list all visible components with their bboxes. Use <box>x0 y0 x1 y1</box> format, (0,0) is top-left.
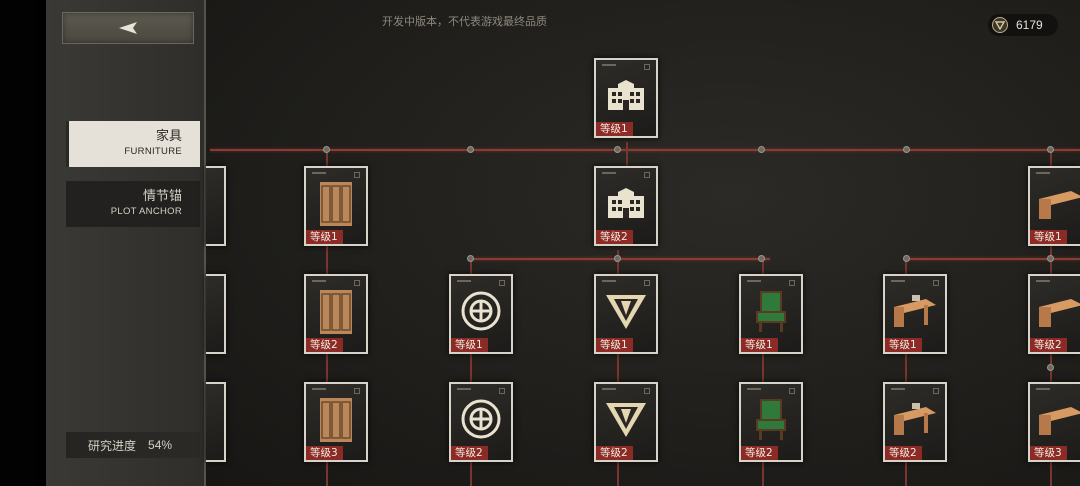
tech-node-cabinet-1[interactable]: 等级1 <box>304 166 368 246</box>
building-icon <box>602 178 650 228</box>
back-button[interactable] <box>62 12 194 44</box>
connector-line <box>617 250 619 486</box>
level-badge: 等级3 <box>306 446 343 460</box>
level-badge: 等级2 <box>306 338 343 352</box>
tech-node-table-2[interactable]: 等级2 <box>1028 274 1080 354</box>
category-furniture[interactable]: 家具 FURNITURE <box>66 121 200 167</box>
cabinet-icon <box>312 394 360 444</box>
connector-line <box>210 149 1080 151</box>
tech-node-cabinet-3[interactable]: 等级3 <box>304 382 368 462</box>
green-chair-icon <box>747 394 795 444</box>
tech-node-emblem-2[interactable]: 等级2 <box>449 382 513 462</box>
tech-node-emblem-1[interactable]: 等级1 <box>449 274 513 354</box>
level-badge: 等级2 <box>1030 338 1067 352</box>
connector-node-dot <box>903 255 910 262</box>
tech-node-desk-2[interactable]: 等级2 <box>883 382 947 462</box>
table-icon <box>1036 178 1080 228</box>
tech-node-chair-1[interactable]: 等级1 <box>739 274 803 354</box>
currency-display: 6179 <box>988 14 1058 36</box>
tech-node-partial[interactable] <box>206 166 226 246</box>
level-badge: 等级1 <box>306 230 343 244</box>
tech-node-building-2[interactable]: 等级2 <box>594 166 658 246</box>
category-furniture-sublabel: FURNITURE <box>124 146 182 157</box>
connector-line <box>470 258 472 486</box>
level-badge: 等级1 <box>885 338 922 352</box>
level-badge: 等级2 <box>885 446 922 460</box>
level-badge: 等级2 <box>596 446 633 460</box>
triangle-emblem-icon <box>602 394 650 444</box>
tech-node-desk-1[interactable]: 等级1 <box>883 274 947 354</box>
currency-amount: 6179 <box>1016 18 1043 32</box>
tech-node-table-3[interactable]: 等级3 <box>1028 382 1080 462</box>
connector-node-dot <box>614 146 621 153</box>
level-badge: 等级1 <box>451 338 488 352</box>
connector-node-dot <box>758 255 765 262</box>
connector-node-dot <box>467 255 474 262</box>
dev-version-notice: 开发中版本，不代表游戏最终品质 <box>382 15 547 28</box>
connector-line <box>905 258 1080 260</box>
connector-node-dot <box>903 146 910 153</box>
tech-node-partial[interactable] <box>206 382 226 462</box>
circle-emblem-icon <box>457 394 505 444</box>
connector-node-dot <box>614 255 621 262</box>
cabinet-icon <box>312 178 360 228</box>
connector-node-dot <box>467 146 474 153</box>
category-plot-anchor-label: 情节锚 <box>142 189 182 204</box>
tech-node-triangle-1[interactable]: 等级1 <box>594 274 658 354</box>
tech-node-chair-2[interactable]: 等级2 <box>739 382 803 462</box>
connector-line <box>626 142 628 168</box>
triangle-emblem-icon <box>602 286 650 336</box>
research-progress-label: 研究进度 <box>88 438 137 453</box>
screen-bezel <box>0 0 46 486</box>
circle-emblem-icon <box>457 286 505 336</box>
connector-node-dot <box>1047 364 1054 371</box>
cabinet-icon <box>312 286 360 336</box>
connector-line <box>762 258 764 486</box>
connector-line <box>905 258 907 486</box>
connector-node-dot <box>758 146 765 153</box>
coin-icon <box>992 17 1008 33</box>
research-progress-value: 54% <box>148 438 173 452</box>
desk-icon <box>891 394 939 444</box>
tech-node-building-top[interactable]: 等级1 <box>594 58 658 138</box>
tech-node-cabinet-2[interactable]: 等级2 <box>304 274 368 354</box>
level-badge: 等级1 <box>1030 230 1067 244</box>
research-progress: 研究进度 54% <box>66 432 200 458</box>
category-plot-anchor[interactable]: 情节锚 PLOT ANCHOR <box>66 181 200 227</box>
connector-node-dot <box>1047 146 1054 153</box>
level-badge: 等级1 <box>741 338 778 352</box>
level-badge: 等级2 <box>451 446 488 460</box>
level-badge: 等级2 <box>596 230 633 244</box>
table-icon <box>1036 286 1080 336</box>
tech-node-partial[interactable] <box>206 274 226 354</box>
building-icon <box>602 70 650 120</box>
table-icon <box>1036 394 1080 444</box>
level-badge: 等级1 <box>596 338 633 352</box>
level-badge: 等级1 <box>596 122 633 136</box>
tech-node-table-1[interactable]: 等级1 <box>1028 166 1080 246</box>
desk-icon <box>891 286 939 336</box>
green-chair-icon <box>747 286 795 336</box>
back-arrow-icon <box>119 22 137 34</box>
tech-node-triangle-2[interactable]: 等级2 <box>594 382 658 462</box>
connector-node-dot <box>1047 255 1054 262</box>
category-furniture-label: 家具 <box>155 129 182 144</box>
level-badge: 等级2 <box>741 446 778 460</box>
connector-node-dot <box>323 146 330 153</box>
level-badge: 等级3 <box>1030 446 1067 460</box>
category-plot-anchor-sublabel: PLOT ANCHOR <box>110 206 182 217</box>
sidebar <box>46 0 206 486</box>
